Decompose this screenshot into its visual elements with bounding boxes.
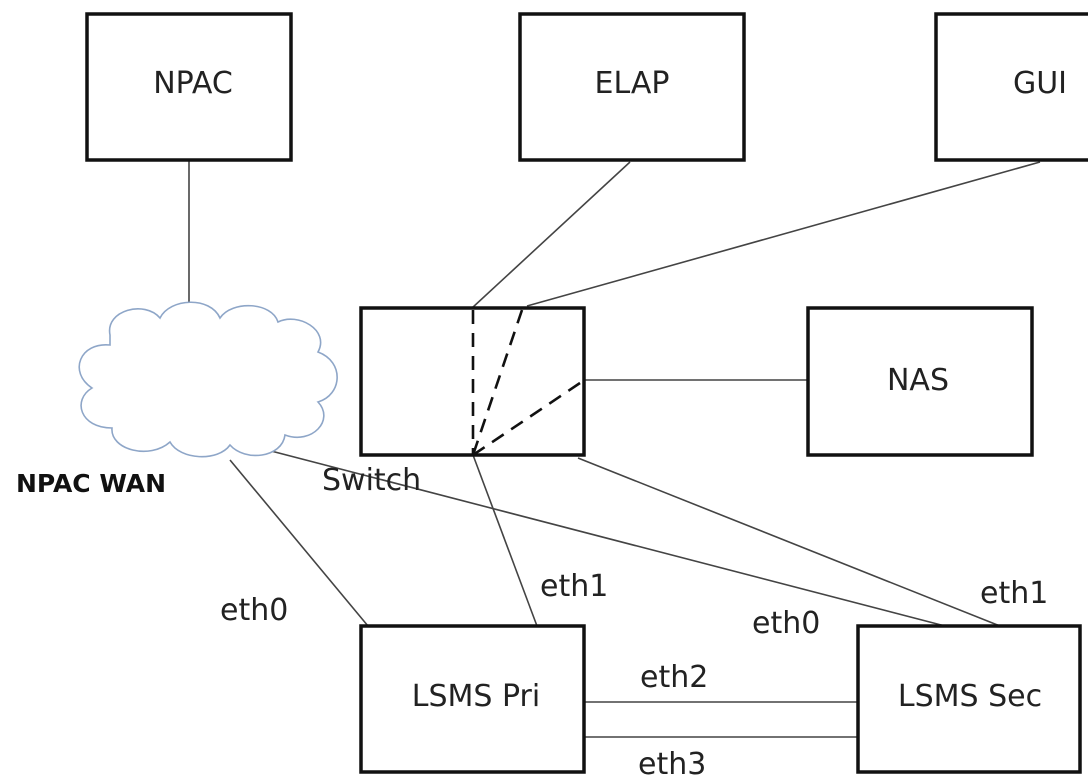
npac-wan-cloud [78,301,338,458]
lsms-sec-box [856,624,1082,774]
elap-box [518,12,746,162]
eth3-label: eth3 [638,747,706,776]
pri-eth0-label: eth0 [220,593,288,628]
lsms-pri-box [359,624,586,774]
switch-internal-gui [471,309,524,456]
switch-label: Switch [322,463,421,498]
sec-eth0-label: eth0 [752,606,820,641]
pri-eth1-label: eth1 [540,569,608,604]
link-elap-switch [471,161,631,309]
lsms-sec-label: LSMS Sec [898,679,1042,714]
link-gui-switch [526,161,1041,307]
elap-label: ELAP [595,66,670,101]
nas-box [806,306,1034,457]
lsms-pri-label: LSMS Pri [412,679,540,714]
sec-eth1-label: eth1 [980,576,1048,611]
link-wan-pri-eth0 [229,459,369,627]
nas-label: NAS [887,363,949,398]
npac-wan-label: NPAC WAN [16,469,166,498]
npac-box [85,12,293,162]
link-switch-sec-eth1 [577,457,1001,627]
gui-label: GUI [1013,66,1067,101]
eth2-label: eth2 [640,660,708,695]
gui-box [934,12,1088,162]
npac-label: NPAC [153,66,233,101]
link-wan-sec-eth0 [251,445,946,627]
link-switch-pri-eth1 [472,454,538,627]
